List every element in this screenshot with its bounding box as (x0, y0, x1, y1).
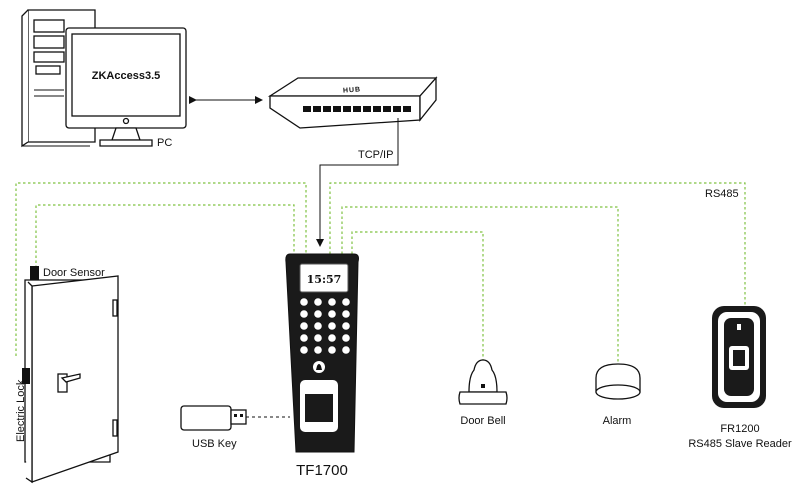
rs485-label: RS485 (705, 188, 739, 200)
usb-key (180, 405, 290, 431)
pc-label: PC (157, 137, 172, 149)
hub-label: HUB (343, 86, 362, 94)
slave-reader-model: FR1200 (720, 423, 759, 435)
device-screen-time: 15:57 (307, 273, 342, 286)
network-hub: HUB (267, 76, 438, 129)
alarm-label: Alarm (603, 415, 632, 427)
door-bell-label: Door Bell (460, 415, 505, 427)
wire-electric-lock (15, 182, 307, 356)
wire-door-bell (351, 231, 484, 360)
wire-alarm (341, 206, 619, 364)
tcpip-link (316, 118, 399, 247)
fr1200-reader (712, 306, 766, 408)
device-label: TF1700 (296, 462, 348, 479)
door-sensor-label: Door Sensor (43, 267, 105, 279)
alarm (595, 363, 641, 400)
door-sensor (30, 266, 39, 280)
wiring (15, 182, 746, 364)
door (24, 275, 119, 484)
pc-monitor: ZKAccess3.5 (65, 27, 187, 147)
software-name: ZKAccess3.5 (92, 70, 161, 82)
wire-rs485-reader (329, 182, 746, 310)
tcpip-label: TCP/IP (358, 149, 393, 161)
hub-ports (303, 106, 411, 112)
electric-lock (22, 368, 30, 384)
usb-key-label: USB Key (192, 438, 237, 450)
door-bell (458, 359, 508, 405)
tf1700-device: 15:57 (285, 253, 359, 453)
slave-reader-desc: RS485 Slave Reader (688, 438, 792, 450)
wire-door-sensor (35, 204, 295, 268)
electric-lock-label: Electric Lock (15, 379, 27, 442)
device-keypad (300, 298, 350, 354)
